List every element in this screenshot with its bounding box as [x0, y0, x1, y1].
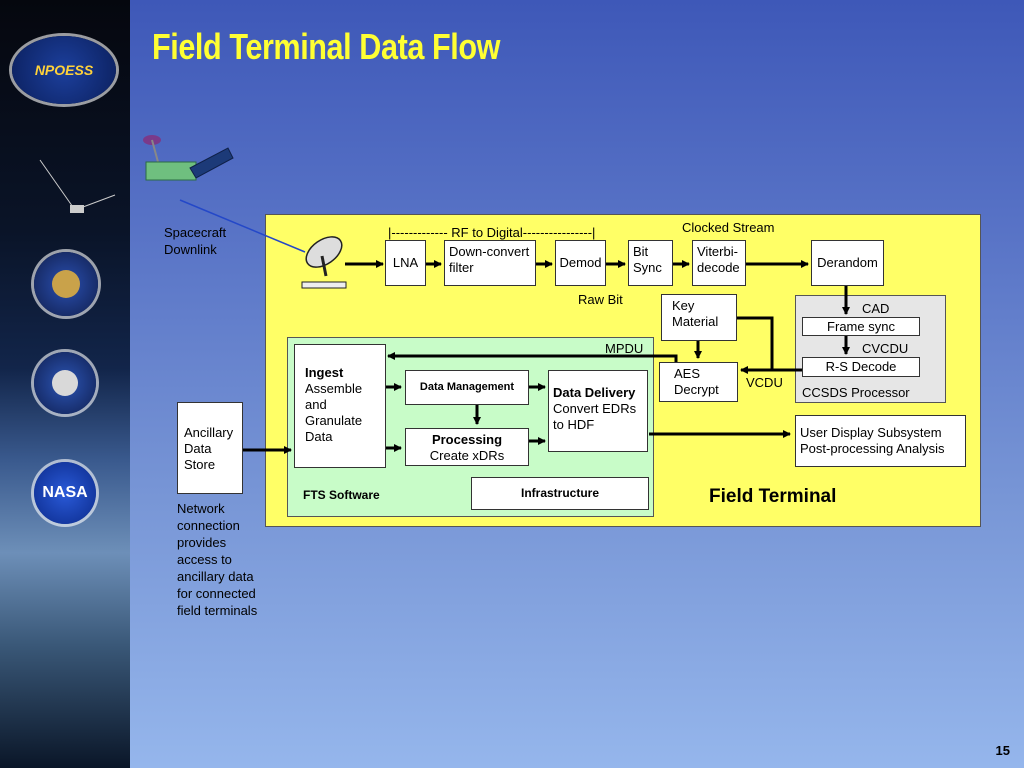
rs-decode-block: R-S Decode — [802, 357, 920, 377]
block-label: LNA — [392, 255, 419, 270]
ccsds-processor-label: CCSDS Processor — [802, 385, 910, 400]
block-label: Frame sync — [827, 319, 895, 334]
block-line: User Display Subsystem — [800, 425, 942, 440]
downconvert-block: Down-convert filter — [444, 240, 536, 286]
note-line: for connected — [177, 586, 256, 601]
sidebar-decoration: NPOESS NASA — [0, 0, 130, 768]
block-line: AES — [674, 366, 701, 381]
block-line: and — [305, 397, 327, 412]
dish-antenna-icon — [301, 236, 347, 289]
cad-label: CAD — [862, 301, 890, 316]
aes-decrypt-block: AES Decrypt — [659, 362, 738, 402]
block-line: Material — [672, 314, 719, 329]
note-line: access to — [177, 552, 232, 567]
network-note: Network connection provides access to an… — [177, 500, 257, 619]
block-line: Ancillary — [184, 425, 234, 440]
doc-seal — [34, 352, 96, 414]
fts-software-label: FTS Software — [303, 488, 380, 502]
ingest-title: Ingest — [305, 365, 344, 380]
note-line: ancillary data — [177, 569, 254, 584]
field-terminal-label: Field Terminal — [709, 486, 837, 507]
block-line: Bit — [633, 244, 649, 259]
eagle-icon — [52, 270, 80, 298]
note-line: Network — [177, 501, 225, 516]
viterbi-decode-block: Viterbi- decode — [692, 240, 746, 286]
block-line: Post-processing Analysis — [800, 441, 945, 456]
block-line: Granulate — [305, 413, 363, 428]
satellite-icon — [39, 159, 116, 213]
npoess-logo: NPOESS — [12, 36, 116, 104]
demod-block: Demod — [555, 240, 606, 286]
block-line: Down-convert — [449, 244, 530, 259]
page-number: 15 — [995, 743, 1010, 758]
block-line: Viterbi- — [697, 244, 738, 259]
block-line: Assemble — [305, 381, 363, 396]
block-line: Data — [184, 441, 212, 456]
cvcdu-label: CVCDU — [862, 341, 909, 356]
data-delivery-block: Data Delivery Convert EDRs to HDF — [548, 370, 648, 452]
data-management-block: Data Management — [405, 370, 529, 405]
block-line: filter — [449, 260, 474, 275]
eagle-icon — [52, 370, 78, 396]
frame-sync-block: Frame sync — [802, 317, 920, 336]
bit-sync-block: Bit Sync — [628, 240, 673, 286]
label-line: Downlink — [164, 242, 217, 257]
spacecraft-icon — [143, 135, 234, 181]
block-label: Derandom — [817, 255, 878, 270]
data-delivery-title: Data Delivery — [553, 385, 636, 400]
vcdu-label: VCDU — [746, 375, 783, 390]
infrastructure-block: Infrastructure — [471, 477, 649, 510]
key-material-block: Key Material — [661, 294, 737, 341]
block-label: Infrastructure — [520, 486, 600, 500]
block-line: Sync — [633, 260, 662, 275]
block-line: to HDF — [553, 417, 595, 432]
processing-block: Processing Create xDRs — [405, 428, 529, 466]
user-display-subsystem-block: User Display Subsystem Post-processing A… — [795, 415, 966, 467]
block-label: R-S Decode — [825, 359, 897, 374]
ccsds-processor-area — [795, 295, 946, 403]
label-line: Spacecraft — [164, 225, 227, 240]
note-line: connection — [177, 518, 240, 533]
nasa-logo: NASA — [34, 462, 96, 524]
ancillary-data-store-block: Ancillary Data Store — [177, 402, 243, 494]
block-label: Data Management — [419, 381, 515, 393]
spacecraft-downlink-label: Spacecraft Downlink — [164, 224, 226, 258]
block-line: Decrypt — [674, 382, 719, 397]
lna-block: LNA — [385, 240, 426, 286]
raw-bit-label: Raw Bit — [578, 292, 623, 307]
dod-seal — [34, 252, 98, 316]
block-line: Convert EDRs — [553, 401, 637, 416]
ingest-block: Ingest Assemble and Granulate Data — [294, 344, 386, 468]
processing-title: Processing — [431, 432, 503, 447]
rf-to-digital-label: |------------- RF to Digital------------… — [388, 225, 596, 240]
block-line: Create xDRs — [429, 448, 505, 463]
derandom-block: Derandom — [811, 240, 884, 286]
mpdu-label: MPDU — [605, 341, 644, 356]
block-label: Demod — [559, 255, 602, 270]
note-line: field terminals — [177, 603, 258, 618]
note-line: provides — [177, 535, 227, 550]
block-line: Data — [305, 429, 333, 444]
block-line: Store — [184, 457, 216, 472]
block-line: decode — [697, 260, 740, 275]
clocked-stream-label: Clocked Stream — [682, 220, 775, 235]
block-line: Key — [672, 298, 695, 313]
page-title: Field Terminal Data Flow — [152, 26, 500, 67]
